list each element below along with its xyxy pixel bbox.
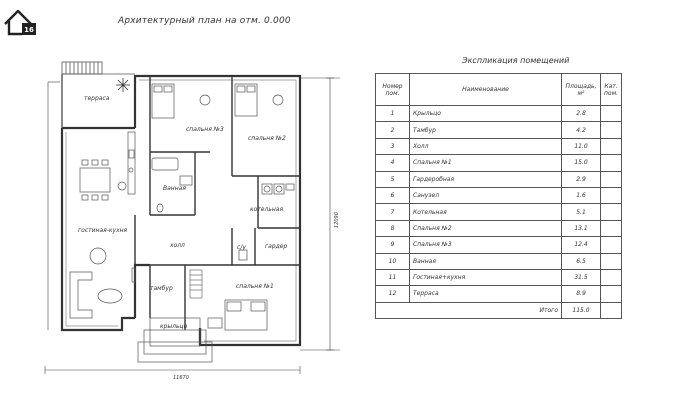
row-num: 7 — [375, 203, 410, 221]
row-name: Спальня №1 — [409, 154, 562, 172]
row-name: Санузел — [409, 186, 562, 205]
row-cat — [599, 170, 623, 188]
row-area: 8.9 — [561, 285, 601, 303]
room-label-wardrobe: гардер — [265, 243, 287, 250]
total-label: Итого — [375, 301, 562, 320]
row-name: Спальня №2 — [409, 219, 562, 238]
total-cat — [599, 301, 623, 320]
row-cat — [599, 154, 623, 172]
row-cat — [599, 219, 623, 238]
row-cat — [599, 203, 623, 221]
row-name: Ванная — [409, 252, 562, 270]
room-label-wc: с/у — [237, 244, 246, 251]
row-cat — [599, 268, 623, 287]
row-num: 1 — [375, 104, 410, 123]
room-label-terrace: терраса — [84, 95, 110, 102]
row-area: 1.6 — [561, 186, 601, 205]
room-label-vestibule: тамбур — [150, 285, 173, 292]
row-cat — [599, 137, 623, 156]
header-area: Площадь, м² — [561, 73, 601, 106]
room-label-bathroom: Ванная — [163, 185, 186, 192]
row-cat — [599, 104, 623, 123]
row-cat — [599, 285, 623, 303]
house-logo-icon: 16 — [4, 9, 36, 36]
row-num: 5 — [375, 170, 410, 188]
dimension-width: 11670 — [173, 375, 189, 381]
table-header-row: Номер пом. Наименование Площадь, м² Кат.… — [375, 73, 623, 106]
room-label-boiler: котельная — [250, 206, 283, 213]
row-cat — [599, 121, 623, 139]
row-area: 2.9 — [561, 170, 601, 188]
row-name: Гостиная+кухня — [409, 268, 562, 287]
row-area: 2.8 — [561, 104, 601, 123]
logo-badge: 16 — [24, 26, 34, 34]
row-num: 12 — [375, 285, 410, 303]
room-label-bedroom1: спальня №1 — [236, 283, 274, 290]
floor-plan: терраса спальня №3 спальня №2 Ванная кот… — [44, 61, 340, 381]
room-label-living: гостиная-кухня — [78, 227, 128, 234]
header-num: Номер пом. — [375, 73, 410, 106]
row-area: 11.0 — [561, 137, 601, 156]
row-area: 13.1 — [561, 219, 601, 238]
row-name: Холл — [409, 137, 562, 156]
row-num: 8 — [375, 219, 410, 238]
row-num: 3 — [375, 137, 410, 156]
row-name: Котельная — [409, 203, 562, 221]
header-cat: Кат. пом. — [599, 73, 623, 106]
room-label-bedroom2: спальня №2 — [248, 135, 286, 142]
plant-icon — [116, 78, 130, 92]
row-area: 4.2 — [561, 121, 601, 139]
row-cat — [599, 236, 623, 254]
row-num: 2 — [375, 121, 410, 139]
row-name: Гардеробная — [409, 170, 562, 188]
dimension-height: 12090 — [334, 212, 340, 228]
row-num: 6 — [375, 186, 410, 205]
row-area: 6.5 — [561, 252, 601, 270]
plan-title: Архитектурный план на отм. 0.000 — [118, 16, 291, 26]
row-num: 10 — [375, 252, 410, 270]
row-name: Крыльцо — [409, 104, 562, 123]
row-num: 9 — [375, 236, 410, 254]
room-label-hall: холл — [169, 242, 185, 249]
row-area: 12.4 — [561, 236, 601, 254]
row-name: Тамбур — [409, 121, 562, 139]
row-cat — [599, 252, 623, 270]
room-label-bedroom3: спальня №3 — [186, 126, 224, 133]
explication-title: Экспликация помещений — [462, 56, 570, 65]
total-value: 115.0 — [561, 301, 601, 320]
row-cat — [599, 186, 623, 205]
row-name: Терраса — [409, 285, 562, 303]
row-name: Спальня №3 — [409, 236, 562, 254]
row-area: 15.0 — [561, 154, 601, 172]
row-area: 31.5 — [561, 268, 601, 287]
room-label-porch: крыльцо — [160, 323, 188, 330]
header-name: Наименование — [409, 73, 562, 106]
row-num: 11 — [375, 268, 410, 287]
row-num: 4 — [375, 154, 410, 172]
row-area: 5.1 — [561, 203, 601, 221]
explication-table: Номер пом. Наименование Площадь, м² Кат.… — [375, 73, 623, 320]
